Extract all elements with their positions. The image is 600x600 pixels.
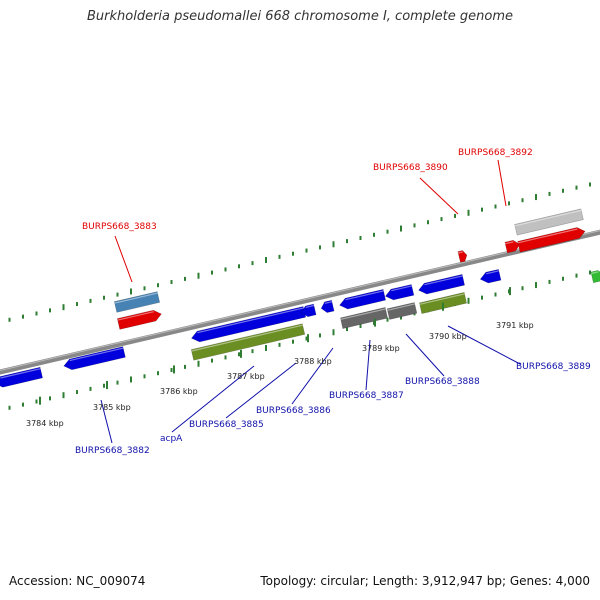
gene-forward-small-shine [505, 241, 514, 245]
pseudo-feature-a[interactable] [340, 307, 388, 329]
leader-line-9 [447, 325, 521, 365]
gene-acpa-shine [69, 347, 124, 362]
gene-label-burps668-3889[interactable]: BURPS668_3889 [516, 362, 591, 372]
gene-label-burps668-3888[interactable]: BURPS668_3888 [405, 377, 480, 387]
tick-label-3788: 3788 kbp [294, 357, 332, 366]
outer-dotted-track [8, 182, 591, 322]
gene-burps668-3887[interactable] [339, 289, 386, 310]
gene-label-burps668-3886[interactable]: BURPS668_3886 [256, 406, 331, 416]
gene-small-b[interactable] [479, 269, 502, 284]
gene-burps668-3892-shine [517, 228, 578, 244]
gene-burps668-3886[interactable] [300, 303, 317, 318]
gene-burps668-3890-shine [458, 251, 464, 254]
leader-line-4 [171, 365, 255, 433]
misc-feature-grey[interactable] [514, 208, 584, 236]
rna-feature-a[interactable] [190, 323, 306, 361]
leader-line-1 [419, 177, 459, 215]
leader-line-6 [291, 347, 334, 405]
gene-burps668-3888-shine [391, 285, 412, 292]
tick-label-3789: 3789 kbp [362, 344, 400, 353]
rna-feature-b-shine [419, 293, 465, 305]
accession-text: Accession: NC_009074 [9, 574, 146, 588]
label-leaders [100, 159, 521, 444]
misc-feature-grey-shine [514, 209, 582, 227]
pseudo-feature-a-shine [340, 308, 386, 320]
leader-line-3 [100, 399, 113, 444]
leader-line-5 [225, 362, 297, 419]
leader-line-7 [365, 339, 371, 391]
kbp-ticks [39, 287, 511, 405]
genome-summary-text: Topology: circular; Length: 3,912,947 bp… [260, 574, 590, 588]
gene-small-a-shine [324, 301, 333, 304]
gene-features[interactable] [0, 208, 600, 388]
tick-label-3787: 3787 kbp [227, 372, 265, 381]
gene-label-burps668-3882[interactable]: BURPS668_3882 [75, 446, 150, 456]
leader-line-8 [405, 333, 445, 377]
tick-label-3784: 3784 kbp [26, 419, 64, 428]
gene-forward-small[interactable] [504, 239, 521, 254]
gene-burps668-3882[interactable] [0, 366, 43, 388]
gene-burps668-3885-shine [197, 307, 304, 334]
gene-label-burps668-3885[interactable]: BURPS668_3885 [189, 420, 264, 430]
gene-acpa[interactable] [63, 346, 126, 371]
gene-burps668-3885[interactable] [191, 306, 307, 343]
gene-edge-green[interactable] [590, 270, 600, 284]
tick-label-3786: 3786 kbp [160, 387, 198, 396]
map-title: Burkholderia pseudomallei 668 chromosome… [86, 9, 514, 24]
backbone-line [0, 229, 600, 375]
gene-small-a[interactable] [320, 299, 335, 313]
tick-label-3790: 3790 kbp [429, 332, 467, 341]
gene-burps668-3892[interactable] [517, 227, 586, 253]
gene-label-burps668-3883[interactable]: BURPS668_3883 [82, 222, 157, 232]
leader-line-2 [497, 159, 507, 207]
gene-label-burps668-3892[interactable]: BURPS668_3892 [458, 148, 533, 158]
gene-burps668-3889-shine [424, 275, 463, 286]
gene-label-burps668-3890[interactable]: BURPS668_3890 [373, 163, 448, 173]
misc-feature-steel-shine [114, 292, 158, 304]
gene-burps668-3889[interactable] [418, 274, 465, 295]
chromosome-backbone [0, 229, 600, 375]
gene-burps668-3888[interactable] [384, 284, 415, 301]
gene-burps668-3886-shine [305, 304, 315, 308]
gene-burps668-3883[interactable] [116, 309, 162, 330]
pseudo-feature-b[interactable] [386, 302, 418, 320]
tick-label-3785: 3785 kbp [93, 403, 131, 412]
gene-burps668-3883-shine [117, 311, 154, 321]
gene-small-b-shine [486, 270, 499, 275]
gene-burps668-3890[interactable] [457, 250, 468, 263]
gene-burps668-3887-shine [345, 290, 384, 301]
tick-label-3791: 3791 kbp [496, 321, 534, 330]
pseudo-feature-b-shine [387, 303, 415, 311]
misc-feature-steel[interactable] [113, 291, 161, 313]
leader-line-0 [114, 235, 133, 283]
gene-edge-green-shine [591, 271, 599, 275]
backbone-highlight [0, 230, 600, 372]
rna-feature-a-shine [191, 324, 303, 352]
gene-label-acpa[interactable]: acpA [160, 434, 183, 444]
gene-burps668-3882-shine [0, 368, 41, 379]
gene-label-burps668-3887[interactable]: BURPS668_3887 [329, 391, 404, 401]
